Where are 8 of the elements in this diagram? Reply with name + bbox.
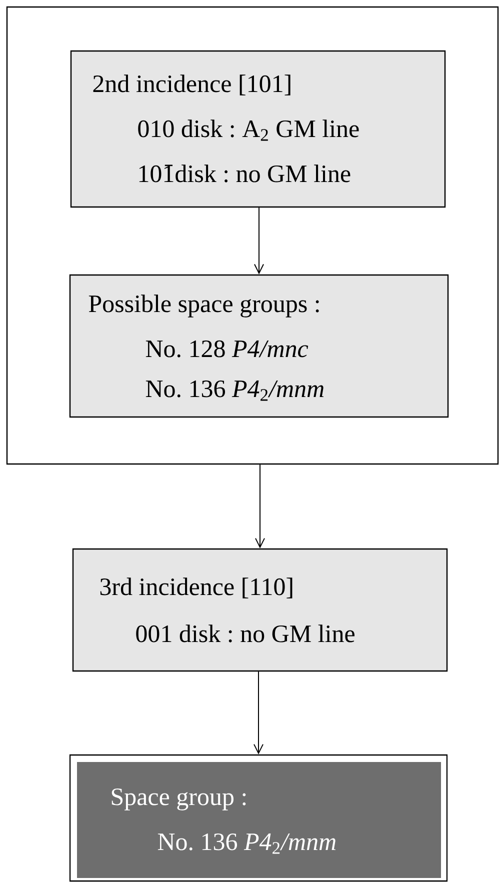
arrow [255, 464, 265, 548]
arrow [254, 207, 264, 274]
group-frame [6, 6, 499, 465]
process-box: 3rd incidence [110] 001 disk : no GM line [72, 548, 448, 672]
process-box: 2nd incidence [101] 010 disk : A$_{2}$ GM line 101̄ disk : no GM line [70, 50, 446, 208]
result-box: Space group : No. 136 P4$_{2}$/mnm [69, 754, 448, 882]
process-box: Possible space groups : No. 128 P4/mnc No. 136 P4$_{2}$/mnm [69, 274, 449, 418]
arrow [254, 671, 264, 754]
